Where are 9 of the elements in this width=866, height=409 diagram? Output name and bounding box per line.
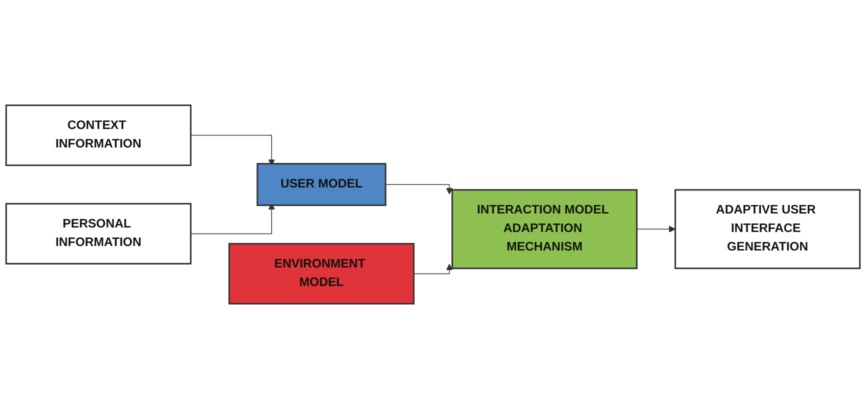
node-box: USER MODEL <box>256 162 386 206</box>
node-box: ENVIRONMENT MODEL <box>228 242 415 304</box>
arrow <box>413 264 453 274</box>
arrow <box>636 226 676 232</box>
node-box: INTERACTION MODEL ADAPTATION MECHANISM <box>451 189 638 270</box>
arrow <box>385 184 453 194</box>
node-box: ADAPTIVE USER INTERFACE GENERATION <box>674 189 861 270</box>
node-box: PERSONAL INFORMATION <box>5 202 192 264</box>
node-box: CONTEXT INFORMATION <box>5 104 192 166</box>
